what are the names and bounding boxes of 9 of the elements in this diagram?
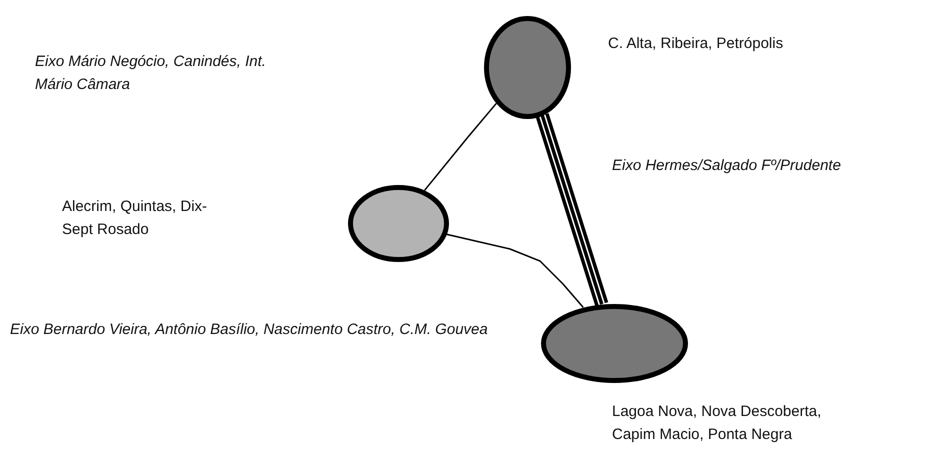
district-label: Alecrim, Quintas, Dix-Sept Rosado [62, 197, 208, 240]
connector-line [446, 233, 584, 308]
triple-line-connector [536, 112, 608, 308]
street-axis-label: Eixo Mário Negócio, Canindés, Int. Mário Câmara [35, 52, 267, 95]
district-label: Lagoa Nova, Nova Descoberta, Capim Macio, Ponta Negra [612, 402, 822, 445]
district-label: C. Alta, Ribeira, Petrópolis [608, 34, 784, 54]
street-axis-label: Eixo Bernardo Vieira, Antônio Basílio, Nascimento Castro, C.M. Gouvea [10, 320, 489, 340]
connector-line [424, 102, 497, 191]
edge-label: Eixo Hermes/Salgado Fº/Prudente [612, 156, 842, 176]
